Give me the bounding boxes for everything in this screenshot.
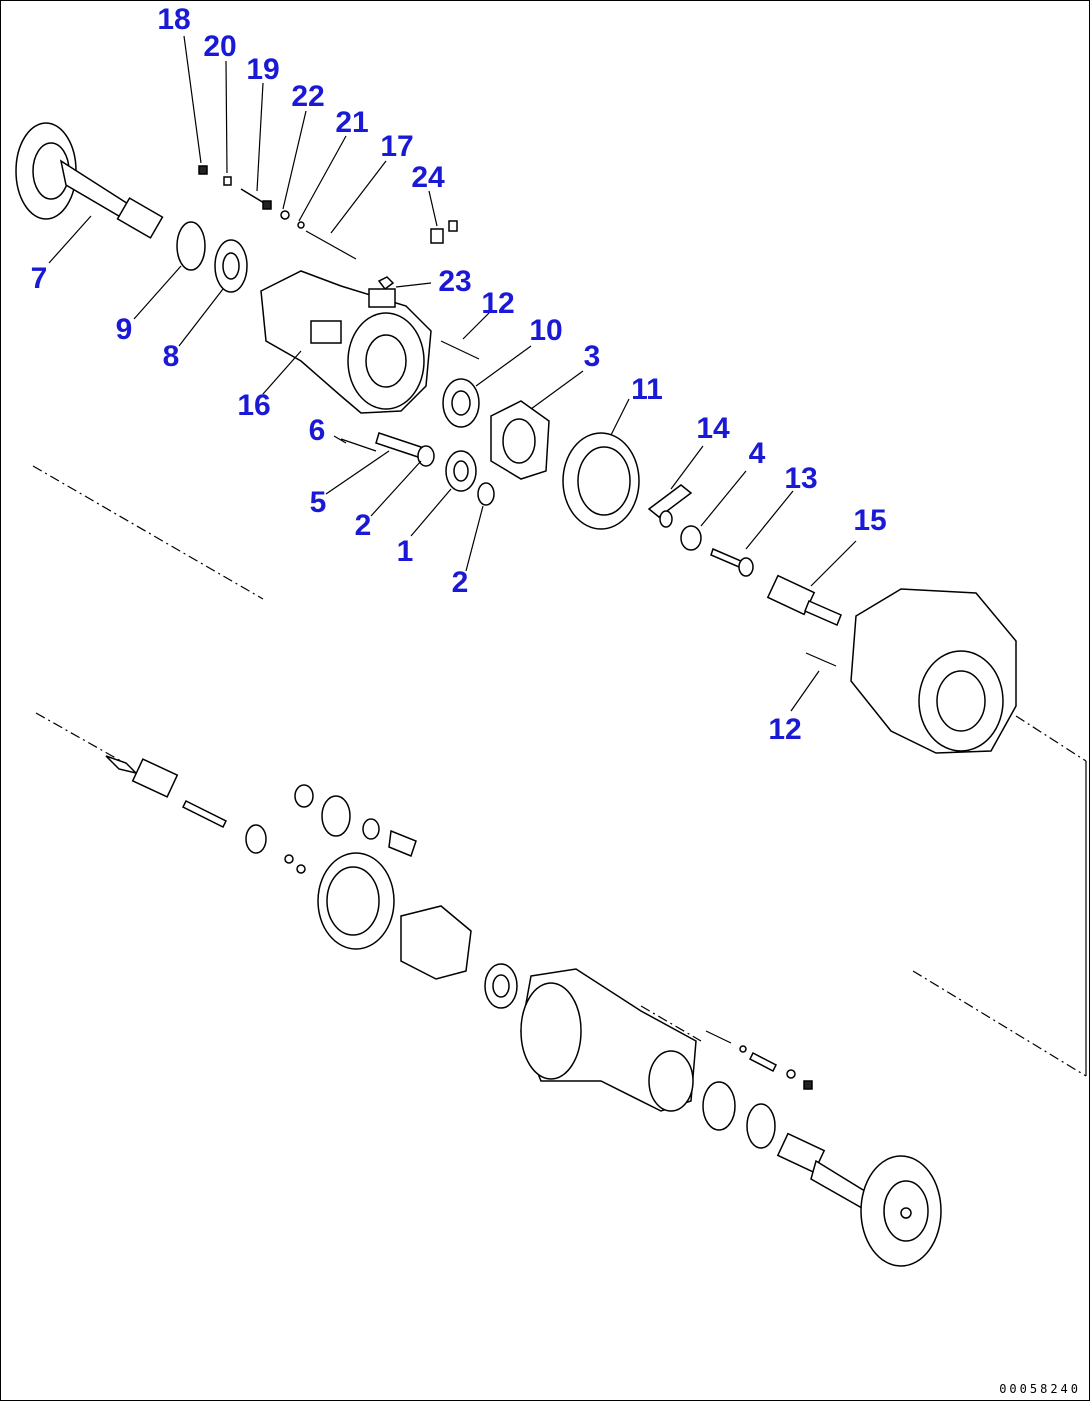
washer-part-2-right: [477, 482, 495, 506]
callout-7: 7: [30, 262, 48, 295]
bearing-part-10: [442, 378, 480, 428]
callout-23: 23: [438, 265, 472, 298]
leader-lines: [48, 35, 857, 712]
callout-14: 14: [696, 412, 730, 445]
washer-part-22: [280, 210, 290, 220]
pin-part-6: [340, 438, 377, 452]
shaft-part-5: [375, 432, 422, 458]
axle-shaft-part-7: [15, 122, 164, 239]
document-id: 00058240: [999, 1382, 1081, 1396]
callout-4: 4: [748, 437, 766, 470]
callout-3: 3: [583, 340, 601, 373]
carrier-housing: [850, 588, 1017, 754]
bearing-part-8: [214, 239, 248, 293]
seal-part-9: [176, 221, 206, 271]
washer-part-2-left: [417, 445, 435, 467]
breather-part-24: [430, 220, 458, 244]
callout-20: 20: [203, 30, 237, 63]
lock-plate-part-14: [647, 484, 693, 528]
callout-15: 15: [853, 504, 887, 537]
bolt-part-13: [710, 547, 754, 577]
plug-part-19: [240, 188, 272, 210]
callout-12-upper: 12: [481, 287, 515, 320]
alignment-lines: [32, 465, 1087, 1077]
callout-2-left: 2: [354, 509, 372, 542]
dowel-part-12-upper: [440, 340, 480, 360]
callout-2-right: 2: [451, 566, 469, 599]
ring-part-21: [297, 221, 305, 229]
callout-17: 17: [380, 130, 414, 163]
callout-12-lower: 12: [768, 713, 802, 746]
callout-21: 21: [335, 106, 369, 139]
callout-18: 18: [157, 3, 191, 36]
pinion-gear-part-1: [445, 450, 477, 492]
fitting-part-18: [198, 165, 208, 175]
callout-22: 22: [291, 80, 325, 113]
ring-gear-part-11: [562, 432, 640, 530]
dowel-part-12-lower: [805, 652, 837, 667]
pinion-shaft-part-15: [766, 574, 842, 626]
lower-assembly: [105, 755, 942, 1267]
callout-13: 13: [784, 462, 818, 495]
callout-10: 10: [529, 314, 563, 347]
callout-24: 24: [411, 161, 445, 194]
pin-part-17: [305, 230, 357, 260]
callout-1: 1: [396, 535, 414, 568]
differential-case-part-3: [490, 400, 550, 480]
housing-part-16: [260, 270, 432, 414]
callout-11: 11: [631, 373, 663, 406]
callout-6: 6: [308, 414, 326, 447]
callout-16: 16: [237, 389, 271, 422]
plug-part-23: [368, 276, 396, 308]
washer-part-4: [680, 525, 702, 551]
callout-5: 5: [309, 486, 327, 519]
fitting-part-20: [223, 176, 232, 186]
callout-9: 9: [115, 313, 133, 346]
callout-19: 19: [246, 53, 280, 86]
callout-8: 8: [162, 340, 180, 373]
